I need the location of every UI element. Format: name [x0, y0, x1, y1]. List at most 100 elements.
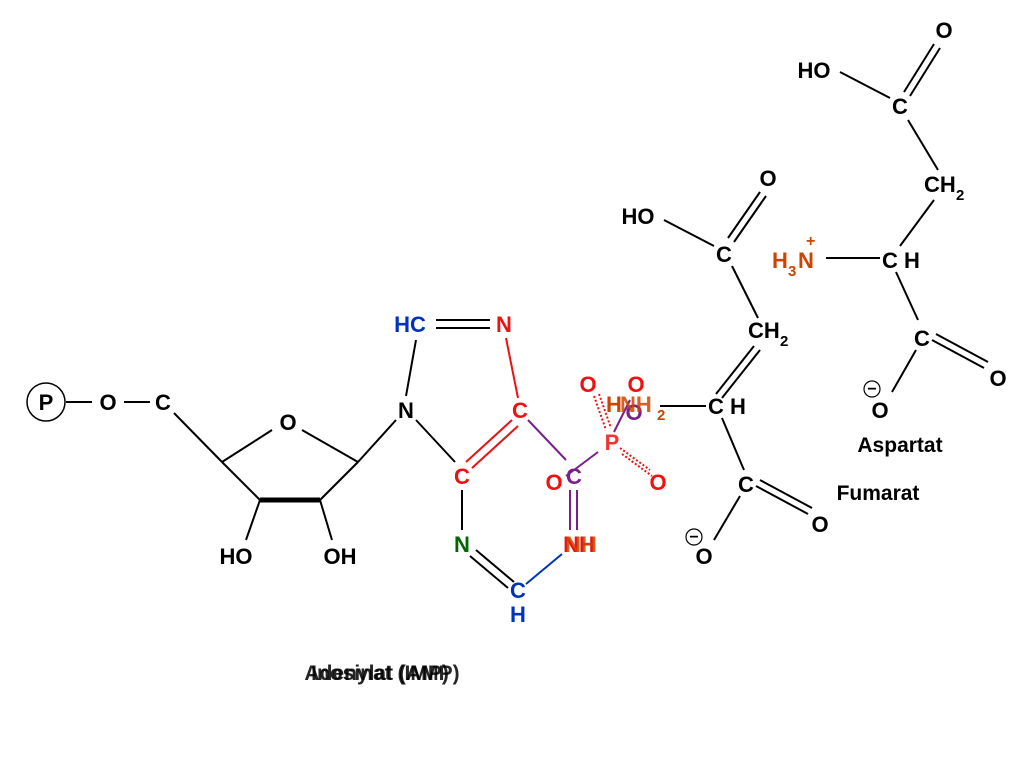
atom-oh-2prime: OH: [324, 544, 357, 569]
bond-p-o-right-1: [619, 447, 651, 471]
bond-n9-c4: [415, 419, 456, 463]
a-h3n-sub: 3: [788, 263, 796, 280]
a-atom-ch: C H: [882, 248, 920, 273]
f-ch2-main: CH: [748, 318, 780, 343]
f-atom-c-top: C: [716, 242, 732, 267]
caption-fumarat: Fumarat: [837, 482, 920, 505]
f-bond-c-o-dbl-a: [755, 485, 809, 515]
atom-h-overlay: H: [606, 392, 622, 417]
bond-p-o-left: [565, 451, 599, 477]
a-atom-ch2: CH 2: [924, 172, 964, 204]
f-atom-ch: C H: [708, 394, 746, 419]
atom-c5prime: C: [155, 390, 171, 415]
atom-c2: C: [510, 578, 526, 603]
atom-o-top-b-purple: O: [625, 400, 642, 425]
f-ominus-o: O: [695, 544, 712, 569]
a-bond-c-o-b: [909, 47, 941, 97]
caption-aspartat: Aspartat: [857, 434, 942, 457]
bond-c3prime-ho: [245, 499, 261, 541]
f-bond-ch2-ch-a: [715, 345, 755, 395]
bond-c5-c4prime: [173, 412, 223, 463]
atom-hc8: HC: [394, 312, 426, 337]
a-ominus-o: O: [871, 398, 888, 423]
a-h3n-plus: +: [806, 233, 815, 250]
a-minus-sign: −: [867, 381, 876, 398]
f-bond-c-ch2: [731, 265, 759, 319]
phosphate-group: P: [26, 382, 66, 422]
nh2-main: NH: [620, 392, 652, 417]
a-atom-c-top: C: [892, 94, 908, 119]
atom-c4: C: [454, 464, 470, 489]
a-h3n-h: H: [772, 248, 788, 273]
bond-c4-c5-a: [465, 419, 513, 463]
fumarate-bonds: [660, 191, 813, 541]
atom-c5: C: [512, 398, 528, 423]
atom-o-right: O: [649, 470, 666, 495]
bond-p-o-right-2: [621, 453, 653, 477]
f-bond-c-o-b: [733, 195, 767, 243]
ribose-bonds: [66, 401, 397, 541]
a-atom-c-bottom: C: [914, 326, 930, 351]
f-bond-ch-c: [721, 417, 745, 471]
a-ch2-sub: 2: [956, 187, 964, 204]
f-atom-ch2: CH 2: [748, 318, 788, 350]
f-minus-circle: [685, 528, 703, 546]
atom-o-top-a: O: [579, 372, 596, 397]
f-atom-o-dbl: O: [811, 512, 828, 537]
atom-o-ring: O: [279, 410, 296, 435]
bond-c4prime-o: [221, 429, 273, 463]
purine-bonds: [405, 319, 578, 589]
bond-c2prime-oh: [319, 499, 333, 541]
a-bond-ch2-ch: [899, 199, 935, 247]
f-bond-c-ominus: [713, 495, 741, 541]
bond-n7-c5: [505, 337, 519, 399]
bond-c1prime-n9: [357, 419, 397, 463]
f-atom-c-bottom: C: [738, 472, 754, 497]
f-bond-ho-c: [663, 219, 715, 247]
f-bond-c-o-a: [727, 191, 761, 239]
a-minus-circle: [863, 380, 881, 398]
f-atom-ho: HO: [622, 204, 655, 229]
a-atom-h3n-plus: H 3 N +: [772, 233, 815, 280]
a-h3n-n: N: [798, 248, 814, 273]
a-atom-o-top: O: [935, 18, 952, 43]
phosphate-circle: [26, 382, 66, 422]
a-bond-ch-c: [895, 271, 919, 321]
f-atom-o-top: O: [759, 166, 776, 191]
f-ch2-sub: 2: [780, 333, 788, 350]
a-atom-ominus: − O: [863, 380, 889, 423]
aspartate-bonds: [826, 43, 989, 393]
atom-nh2-overlay: NH 2: [620, 392, 665, 424]
atom-ho-3prime: HO: [220, 544, 253, 569]
bond-c2-n1: [525, 553, 563, 585]
a-bond-c-ch2: [907, 119, 939, 171]
atom-o-top-b-red: O: [627, 372, 644, 397]
f-minus-sign: −: [689, 529, 698, 546]
atom-h2: H: [510, 602, 526, 627]
a-bond-c-o-a: [903, 43, 935, 93]
bond-n9-c8: [405, 339, 417, 397]
bond-p-o-top-b: [613, 399, 631, 433]
bond-c5-c6: [527, 419, 567, 461]
a-atom-ho: HO: [798, 58, 831, 83]
nh2-sub: 2: [657, 407, 665, 424]
phosphate-label: P: [39, 390, 54, 415]
a-bond-c-o-dbl-b: [935, 333, 989, 363]
f-atom-ominus: − O: [685, 528, 713, 569]
bond-c4-c5-b: [471, 425, 519, 469]
bond-p-o-top-a-1: [593, 395, 607, 431]
a-ch2-main: CH: [924, 172, 956, 197]
a-bond-ho-c: [839, 71, 891, 99]
a-bond-c-ominus: [891, 349, 917, 393]
atom-c6: C: [566, 464, 582, 489]
bond-o-c1prime: [301, 429, 359, 463]
atom-o-left: O: [545, 470, 562, 495]
a-atom-o-dbl: O: [989, 366, 1006, 391]
caption-inosinat: Inosinat (IMP): [311, 662, 449, 685]
bond-n3-c2-a: [469, 555, 509, 589]
atom-n9: N: [398, 398, 414, 423]
atom-nh1-orange: NH: [565, 532, 597, 557]
bond-n3-c2-b: [475, 549, 515, 583]
atom-n7: N: [496, 312, 512, 337]
